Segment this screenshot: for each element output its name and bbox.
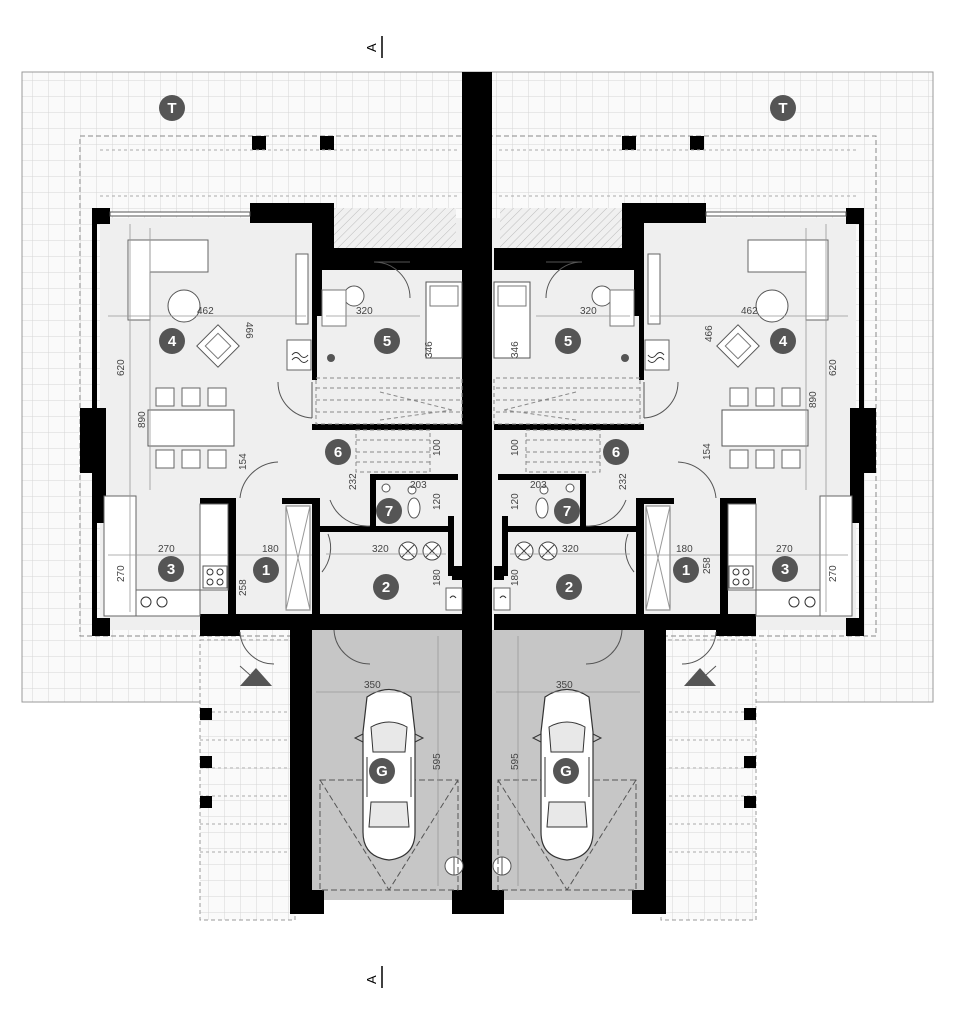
room-label-living: 4	[770, 328, 796, 354]
svg-text:G: G	[560, 763, 572, 780]
svg-text:2: 2	[382, 579, 390, 596]
room-label-hall: 1	[673, 557, 699, 583]
svg-text:4: 4	[779, 333, 788, 350]
dim-hall-top: 154	[238, 453, 249, 470]
svg-text:7: 7	[385, 503, 393, 520]
dim-garage-depth: 595	[510, 753, 521, 770]
dim-living-width: 462	[197, 306, 214, 317]
dim-hall-depth: 258	[238, 579, 249, 596]
dim-garage-depth: 595	[432, 753, 443, 770]
dim-hall-width: 180	[262, 544, 279, 555]
dim-garage-width: 350	[364, 680, 381, 691]
svg-text:G: G	[376, 763, 388, 780]
dim-stair-width: 100	[510, 439, 521, 456]
dim-corridor-depth: 180	[510, 569, 521, 586]
dim-wc-depth: 120	[432, 493, 443, 510]
svg-text:1: 1	[682, 562, 690, 579]
room-label-garage: G	[553, 758, 579, 784]
dim-kitchen-depth: 270	[828, 565, 839, 582]
dim-corridor-width: 320	[372, 544, 389, 555]
dim-living-width: 462	[741, 306, 758, 317]
dim-room-total: 890	[137, 411, 148, 428]
dim-wc-width: 203	[410, 480, 427, 491]
svg-text:3: 3	[167, 561, 175, 578]
dim-stair-depth: 232	[348, 473, 359, 490]
walls-right	[464, 136, 876, 914]
svg-text:2: 2	[565, 579, 573, 596]
party-wall	[462, 72, 492, 912]
dim-corridor-width: 320	[562, 544, 579, 555]
entrance-path-right	[660, 639, 757, 921]
room-label-terrace: T	[159, 95, 185, 121]
svg-text:1: 1	[262, 562, 270, 579]
svg-text:7: 7	[563, 503, 571, 520]
svg-text:A: A	[364, 43, 379, 52]
dim-room-height: 620	[828, 359, 839, 376]
svg-text:6: 6	[612, 444, 620, 461]
svg-text:A: A	[364, 975, 379, 984]
svg-text:6: 6	[334, 444, 342, 461]
dim-garage-width: 350	[556, 680, 573, 691]
room-label-stair: 6	[325, 439, 351, 465]
dim-living-depth: 466	[704, 325, 715, 342]
dim-hall-depth: 258	[702, 557, 713, 574]
svg-text:5: 5	[564, 333, 572, 350]
dim-stair-width: 100	[432, 439, 443, 456]
room-label-living: 4	[159, 328, 185, 354]
svg-text:T: T	[167, 100, 176, 117]
dim-wc-width: 203	[530, 480, 547, 491]
room-label-garage: G	[369, 758, 395, 784]
dim-room-height: 620	[116, 359, 127, 376]
room-label-corridor: 2	[556, 574, 582, 600]
svg-text:4: 4	[168, 333, 177, 350]
dim-kitchen-width: 270	[158, 544, 175, 555]
room-label-wc: 7	[376, 498, 402, 524]
dim-bath-width: 320	[356, 306, 373, 317]
room-label-corridor: 2	[373, 574, 399, 600]
furniture-left	[100, 149, 464, 891]
dim-corridor-depth: 180	[432, 569, 443, 586]
dim-kitchen-width: 270	[776, 544, 793, 555]
section-marker-bottom: A	[364, 966, 383, 988]
svg-text:T: T	[778, 100, 787, 117]
dim-hall-width: 180	[676, 544, 693, 555]
room-label-bath: 5	[374, 328, 400, 354]
section-marker-top: A	[364, 36, 383, 58]
room-label-kitchen: 3	[772, 556, 798, 582]
furniture-right	[492, 149, 856, 891]
svg-text:5: 5	[383, 333, 391, 350]
entrance-path-left	[199, 639, 296, 921]
room-label-stair: 6	[603, 439, 629, 465]
porch-hatch-right	[500, 208, 622, 248]
room-label-bath: 5	[555, 328, 581, 354]
dim-hall-top: 154	[702, 443, 713, 460]
walls-left	[80, 136, 492, 914]
room-label-terrace: T	[770, 95, 796, 121]
dim-room-total: 890	[808, 391, 819, 408]
svg-text:3: 3	[781, 561, 789, 578]
dim-stair-depth: 232	[618, 473, 629, 490]
dim-kitchen-depth: 270	[116, 565, 127, 582]
room-label-hall: 1	[253, 557, 279, 583]
room-label-kitchen: 3	[158, 556, 184, 582]
dim-bath-width: 320	[580, 306, 597, 317]
dim-living-depth: 466	[243, 322, 254, 339]
room-label-wc: 7	[554, 498, 580, 524]
dim-wc-depth: 120	[510, 493, 521, 510]
dim-bath-depth: 346	[424, 341, 435, 358]
porch-hatch-left	[334, 208, 456, 248]
dim-bath-depth: 346	[510, 341, 521, 358]
